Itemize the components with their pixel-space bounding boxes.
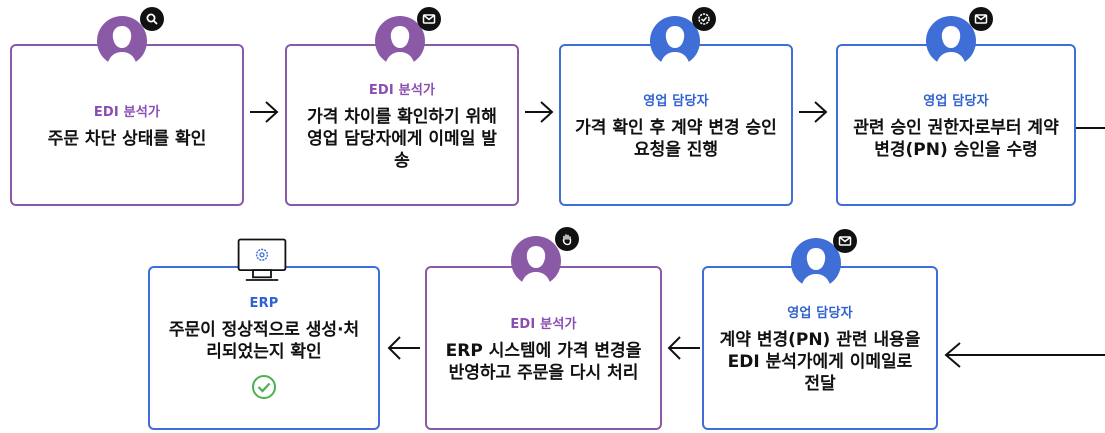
person-avatar-icon: [97, 16, 147, 66]
check-circle-icon: [252, 374, 276, 399]
search-icon: [140, 7, 164, 31]
step-role: EDI 분석가: [368, 82, 436, 98]
step-card-5: 영업 담당자 계약 변경(PN) 관련 내용을 EDI 분석가에게 이메일로 전…: [702, 266, 938, 430]
step-card-1: EDI 분석가 주문 차단 상태를 확인: [10, 44, 244, 206]
mail-icon: [417, 7, 441, 31]
arrow-right-icon: [250, 101, 279, 123]
step-role: 영업 담당자: [787, 305, 853, 321]
step-text: 주문 차단 상태를 확인: [47, 128, 207, 149]
step-card-2: EDI 분석가 가격 차이를 확인하기 위해 영업 담당자에게 이메일 발송: [285, 44, 519, 206]
step-role: EDI 분석가: [93, 104, 161, 120]
verified-icon: [692, 7, 716, 31]
step-card-6: EDI 분석가 ERP 시스템에 가격 변경을 반영하고 주문을 다시 처리: [425, 266, 662, 430]
person-avatar-icon: [650, 16, 700, 66]
step-text: 주문이 정상적으로 생성·처리되었는지 확인: [168, 319, 360, 362]
step-card-4: 영업 담당자 관련 승인 권한자로부터 계약 변경(PN) 승인을 수령: [836, 44, 1076, 206]
step-role: 영업 담당자: [923, 93, 989, 109]
step-text: 관련 승인 권한자로부터 계약 변경(PN) 승인을 수령: [853, 117, 1059, 160]
step-text: ERP 시스템에 가격 변경을 반영하고 주문을 다시 처리: [445, 340, 642, 383]
step-card-3: 영업 담당자 가격 확인 후 계약 변경 승인 요청을 진행: [559, 44, 793, 206]
person-avatar-icon: [511, 236, 561, 286]
person-avatar-icon: [791, 238, 841, 288]
person-avatar-icon: [375, 16, 425, 66]
step-card-7: ERP 주문이 정상적으로 생성·처리되었는지 확인: [148, 266, 380, 430]
step-role: EDI 분석가: [510, 316, 577, 332]
mail-icon: [969, 7, 993, 31]
step-text: 계약 변경(PN) 관련 내용을 EDI 분석가에게 이메일로 전달: [719, 329, 921, 394]
step-role: ERP: [249, 295, 279, 311]
arrow-left-icon: [387, 336, 420, 360]
arrow-left-icon: [944, 342, 1105, 368]
arrow-right-icon: [525, 101, 554, 123]
arrow-left-icon: [667, 336, 700, 360]
step-role: 영업 담당자: [643, 93, 709, 109]
connector-line: [1076, 127, 1105, 129]
mail-icon: [833, 229, 857, 253]
monitor-icon: [237, 238, 287, 281]
arrow-right-icon: [799, 101, 828, 123]
step-text: 가격 확인 후 계약 변경 승인 요청을 진행: [575, 117, 777, 160]
person-avatar-icon: [926, 16, 976, 66]
step-text: 가격 차이를 확인하기 위해 영업 담당자에게 이메일 발송: [307, 106, 497, 171]
hand-icon: [555, 227, 579, 251]
